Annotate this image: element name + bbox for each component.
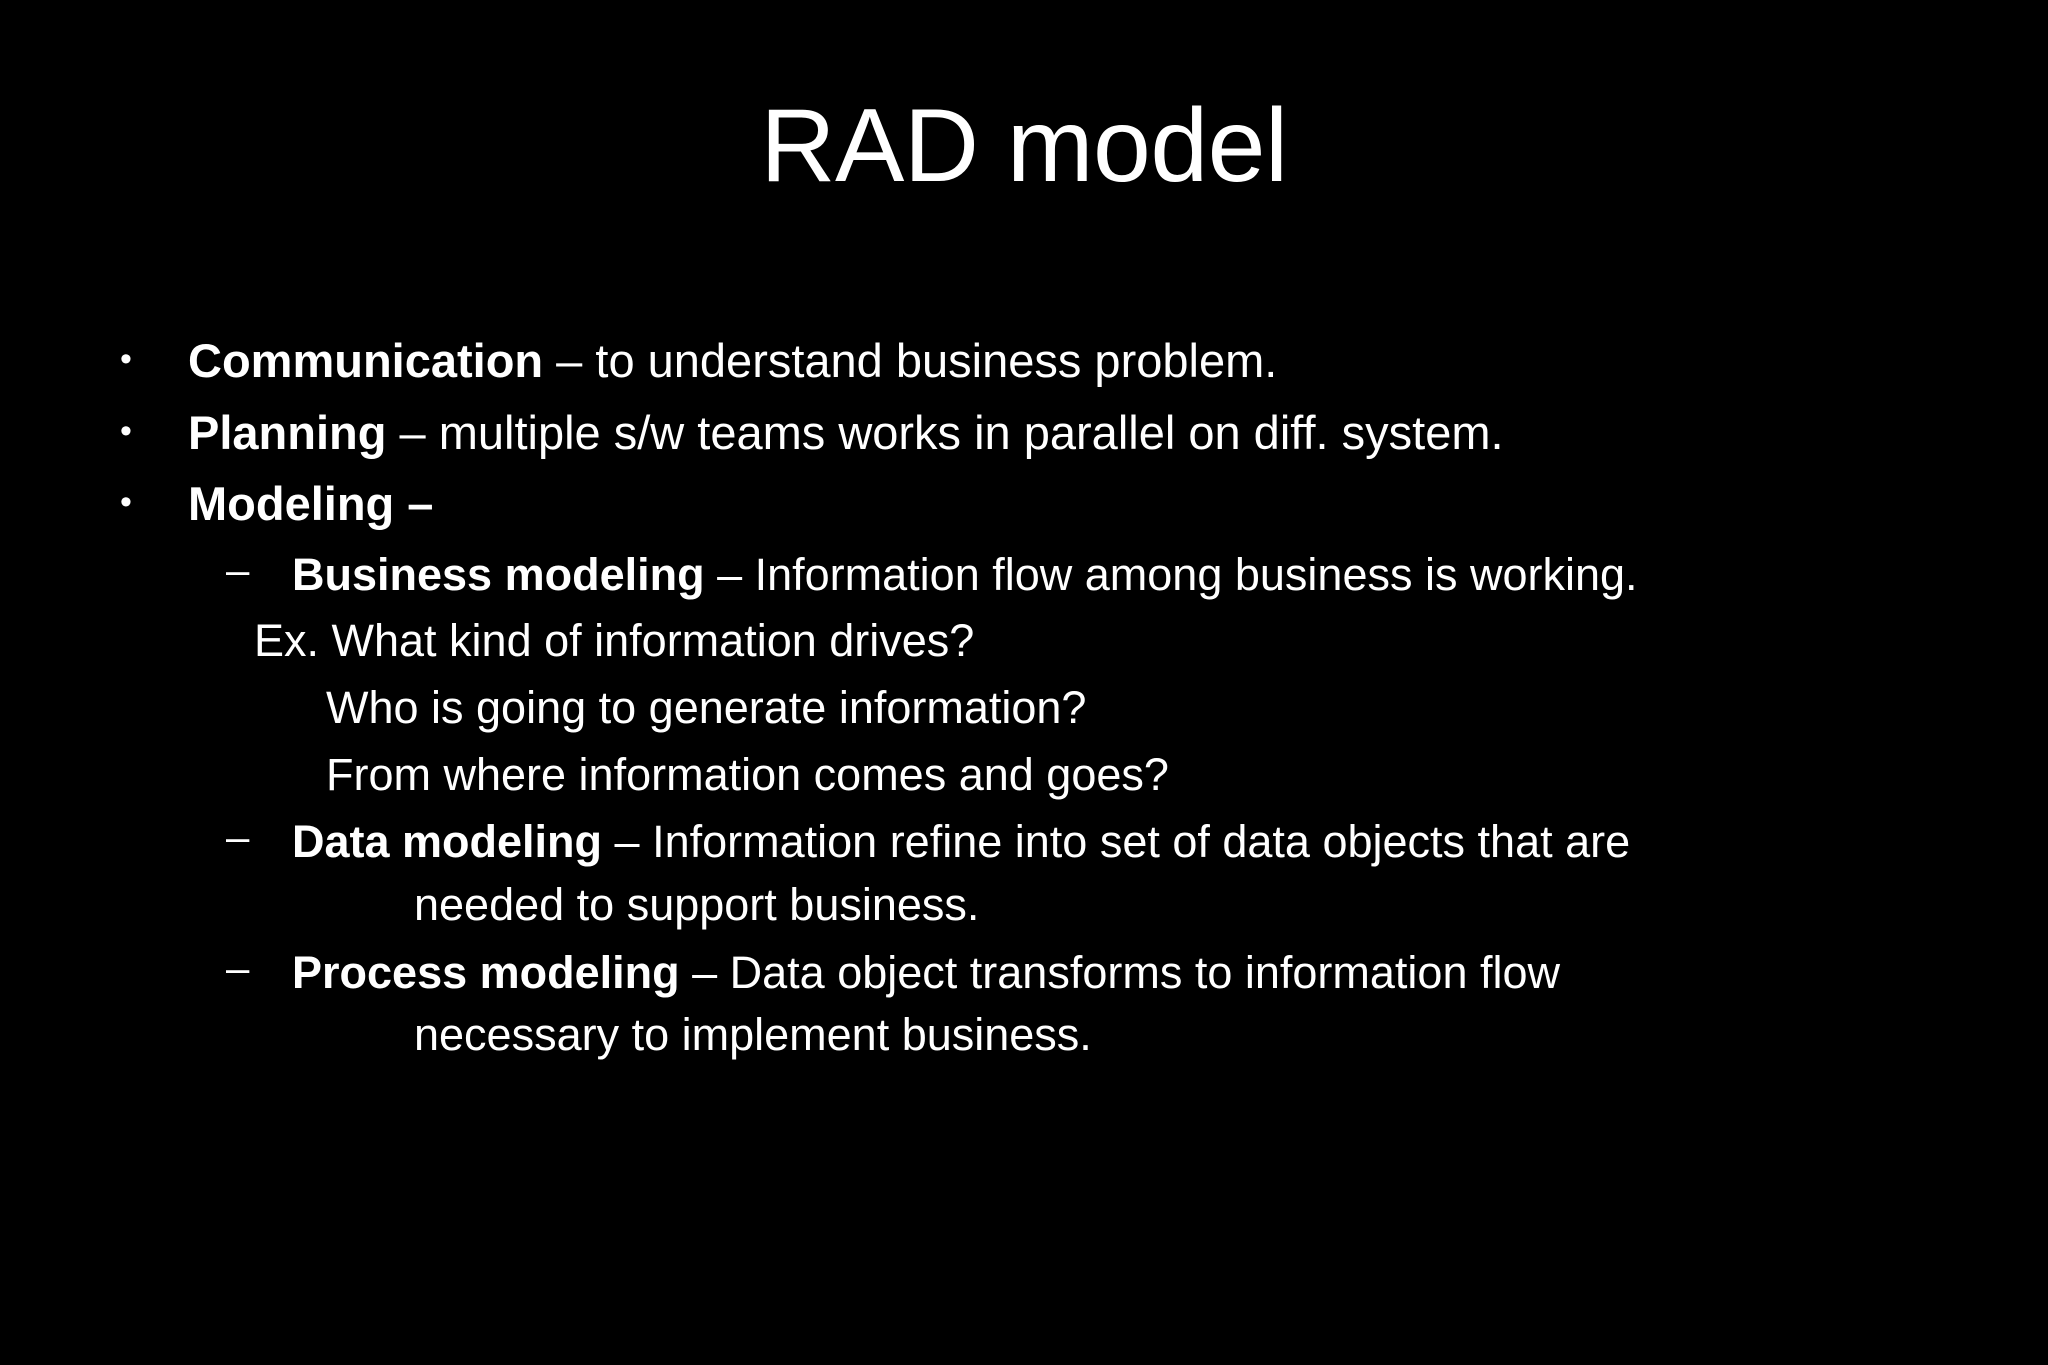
- example-text: Ex. What kind of information drives?: [254, 615, 975, 667]
- sub-bullet-text: Data modeling – Information refine into …: [292, 812, 1630, 872]
- bullet-text: Modeling –: [188, 473, 433, 536]
- bullet-item-planning: • Planning – multiple s/w teams works in…: [104, 402, 1984, 465]
- bullet-text: Planning – multiple s/w teams works in p…: [188, 402, 1504, 465]
- slide-body-content: • Communication – to understand business…: [104, 330, 1984, 1073]
- example-text: Who is going to generate information?: [326, 682, 1087, 734]
- example-line-what-kind: Ex. What kind of information drives?: [104, 611, 1984, 671]
- bullet-dot-icon: •: [120, 411, 132, 450]
- sub-bullet-item-business-modeling: – Business modeling – Information flow a…: [104, 545, 1984, 605]
- example-line-from-where: From where information comes and goes?: [104, 745, 1984, 805]
- sub-bullet-item-data-modeling: – Data modeling – Information refine int…: [104, 812, 1984, 872]
- bullet-text: Communication – to understand business p…: [188, 330, 1277, 393]
- sub-bullet-lead-term: Process modeling: [292, 946, 680, 998]
- dash-bullet-icon: –: [226, 545, 250, 593]
- example-line-who-generates: Who is going to generate information?: [104, 678, 1984, 738]
- continuation-line-necessary-implement: necessary to implement business.: [104, 1005, 1984, 1065]
- bullet-description: – multiple s/w teams works in parallel o…: [386, 405, 1504, 459]
- bullet-lead-term: Planning: [188, 405, 387, 459]
- bullet-lead-term: Modeling: [188, 477, 395, 530]
- bullet-dot-icon: •: [120, 340, 132, 378]
- bullet-description: – to understand business problem.: [543, 334, 1278, 387]
- sub-bullet-item-process-modeling: – Process modeling – Data object transfo…: [104, 943, 1984, 1003]
- continuation-text: necessary to implement business.: [414, 1009, 1092, 1061]
- sub-bullet-description: – Data object transforms to information …: [679, 946, 1561, 998]
- continuation-line-needed-support: needed to support business.: [104, 875, 1984, 935]
- bullet-item-modeling: • Modeling –: [104, 473, 1984, 536]
- sub-bullet-text: Business modeling – Information flow amo…: [292, 545, 1638, 605]
- bullet-description: –: [394, 477, 434, 530]
- sub-bullet-lead-term: Business modeling: [292, 548, 705, 600]
- bullet-dot-icon: •: [120, 483, 132, 521]
- sub-bullet-description: – Information refine into set of data ob…: [602, 815, 1631, 867]
- bullet-item-communication: • Communication – to understand business…: [104, 330, 1984, 393]
- example-text: From where information comes and goes?: [326, 749, 1169, 801]
- dash-bullet-icon: –: [226, 812, 250, 860]
- sub-bullet-description: – Information flow among business is wor…: [704, 548, 1638, 600]
- bullet-lead-term: Communication: [188, 334, 544, 387]
- sub-bullet-lead-term: Data modeling: [292, 815, 603, 867]
- sub-bullet-text: Process modeling – Data object transform…: [292, 943, 1560, 1003]
- page-title: RAD model: [760, 88, 1288, 204]
- continuation-text: needed to support business.: [414, 878, 980, 930]
- dash-bullet-icon: –: [226, 943, 250, 991]
